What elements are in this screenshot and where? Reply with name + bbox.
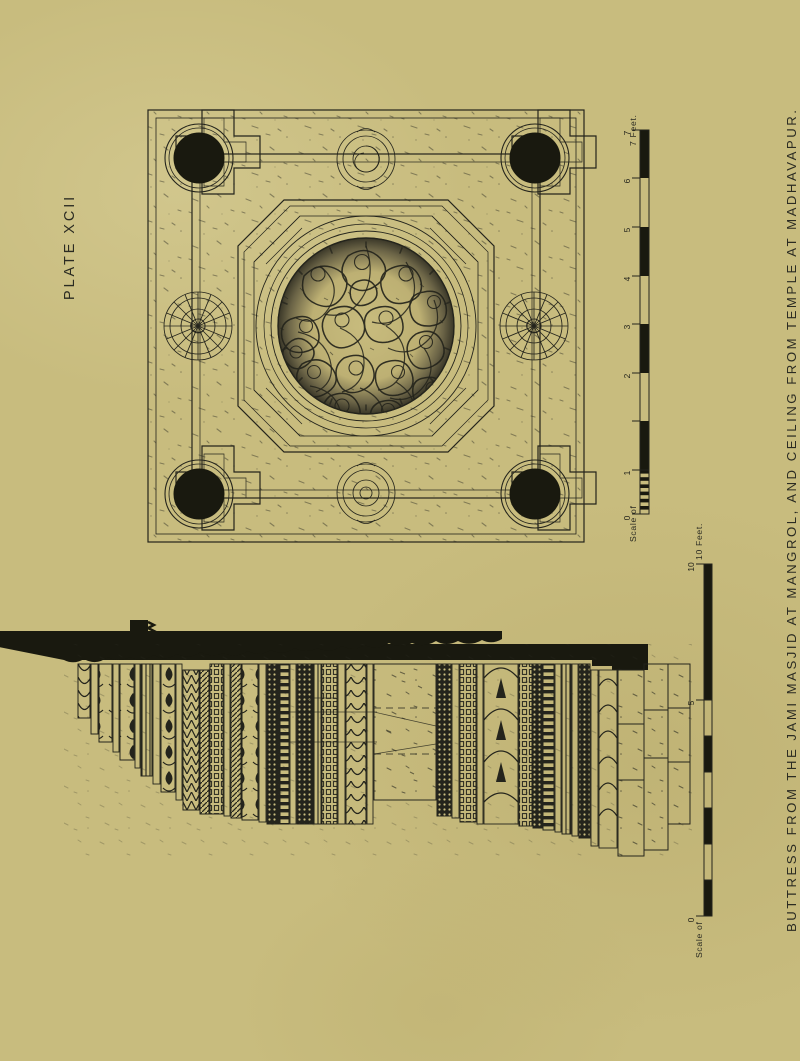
scale-buttress-unit-label: 10 Feet. xyxy=(694,522,704,560)
buttress-elevation-figure xyxy=(0,612,692,862)
side-rosette-group xyxy=(163,291,569,361)
corner-medallion-disc xyxy=(509,132,561,184)
corner-medallion-ring-inner xyxy=(168,127,230,189)
scale-tick-label: 3 xyxy=(622,324,632,329)
rosette-spokes xyxy=(500,292,568,360)
ceiling-plan-drawing xyxy=(147,109,597,543)
scale-buttress-scale-of-label: Scale of xyxy=(694,921,704,958)
scale-ceiling-subdivisions xyxy=(639,469,650,515)
scale-tick-label: 6 xyxy=(622,178,632,183)
ceiling-squinch-lines xyxy=(253,215,479,437)
central-medallion-rings xyxy=(255,215,477,437)
scale-ceiling-scale-of-label: Scale of xyxy=(628,505,638,542)
corner-medallion-disc xyxy=(173,132,225,184)
scale-ceiling-graphic: 7 6 5 4 3 2 1 0 xyxy=(622,129,650,520)
scale-tick-label: 5 xyxy=(686,700,696,705)
scale-ceiling-rule xyxy=(639,129,650,515)
scale-tick-label: 4 xyxy=(622,276,632,281)
scale-zero-label: 0 xyxy=(622,515,632,520)
corner-bay-top-left xyxy=(164,109,261,195)
scale-ceiling-tick-labels: 7 6 5 4 3 2 1 0 xyxy=(622,130,632,520)
corner-bay-group xyxy=(164,109,597,531)
scale-buttress-ticks xyxy=(696,563,704,917)
scale-tick-label: 2 xyxy=(622,373,632,378)
scale-buttress-rule xyxy=(703,563,713,917)
scale-bar-buttress: 10 Feet. Scale of xyxy=(676,520,736,960)
plate-caption: BUTTRESS FROM THE JAMI MASJID AT MANGROL… xyxy=(784,107,799,932)
scale-tick-label: 10 xyxy=(686,562,696,572)
scale-zero-label: 0 xyxy=(686,917,696,922)
corner-bay-bottom-right xyxy=(500,445,597,531)
corner-medallion-disc xyxy=(509,468,561,520)
corner-bay-top-right xyxy=(500,109,597,195)
corner-medallion-disc xyxy=(173,468,225,520)
scale-tick-label: 1 xyxy=(622,470,632,475)
centre-medallion-top xyxy=(336,128,396,190)
ceiling-plan-figure xyxy=(134,96,598,556)
side-rosette-right xyxy=(499,291,569,361)
scale-tick-label: 7 xyxy=(622,130,632,135)
scale-ceiling-unit-label: 7 Feet. xyxy=(628,114,638,146)
centre-band-medallion-group xyxy=(336,128,396,524)
rosette-spokes xyxy=(164,292,232,360)
centre-medallion-bottom xyxy=(336,462,396,524)
scale-tick-label: 5 xyxy=(622,227,632,232)
plate-number-label: PLATE XCII xyxy=(62,193,78,300)
scale-buttress-tick-labels: 10 5 0 xyxy=(686,562,696,922)
corner-medallion-ring-outer xyxy=(164,123,234,193)
side-rosette-left xyxy=(163,291,233,361)
scale-bar-ceiling: 7 Feet. Scale of xyxy=(614,112,674,542)
scale-ceiling-ticks xyxy=(632,129,640,515)
corner-bay-bottom-left xyxy=(164,445,261,531)
central-figural-medallion xyxy=(277,237,455,415)
scale-buttress-graphic: 10 5 0 xyxy=(686,562,713,922)
buttress-elevation-drawing xyxy=(0,620,692,859)
